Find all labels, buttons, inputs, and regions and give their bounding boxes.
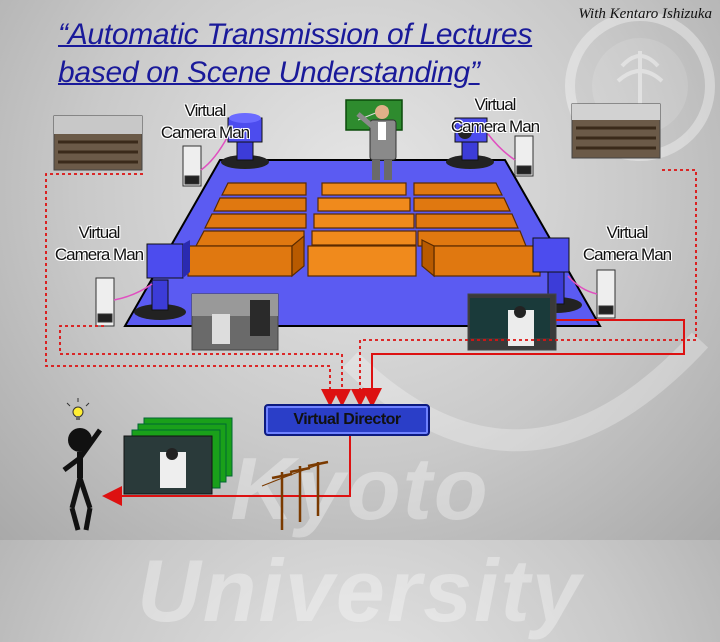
photo-top-left bbox=[53, 115, 143, 171]
camera-label-line2: Camera Man bbox=[160, 123, 250, 142]
credit-text: With Kentaro Ishizuka bbox=[578, 6, 712, 22]
camera-top-right bbox=[446, 117, 494, 169]
camera-label-bottom-left: Virtual Camera Man bbox=[44, 222, 154, 266]
signal-paths-dotted bbox=[45, 169, 697, 407]
virtual-director-box: Virtual Director bbox=[264, 404, 430, 436]
desks-left bbox=[187, 182, 307, 278]
photo-top-right bbox=[571, 103, 661, 159]
lecturer-figure bbox=[345, 99, 403, 180]
photo-bottom-right bbox=[467, 293, 557, 351]
camera-label-line1: Virtual bbox=[474, 95, 517, 114]
pc-top-right bbox=[514, 135, 534, 177]
viewer-stick-figure bbox=[62, 428, 103, 531]
utility-poles bbox=[261, 460, 329, 530]
photo-bottom-left bbox=[191, 293, 279, 351]
pc-cables bbox=[113, 133, 598, 301]
camera-label-bottom-right: Virtual Camera Man bbox=[572, 222, 682, 266]
pc-top-left bbox=[182, 145, 202, 187]
camera-label-top-right: Virtual Camera Man bbox=[440, 94, 550, 138]
signal-paths-solid bbox=[102, 319, 685, 506]
desks-center bbox=[307, 182, 417, 277]
camera-label-line2: Camera Man bbox=[54, 245, 144, 264]
camera-label-line1: Virtual bbox=[184, 101, 227, 120]
camera-label-top-left: Virtual Camera Man bbox=[150, 100, 260, 144]
pc-bottom-right bbox=[596, 269, 616, 319]
camera-bottom-left bbox=[134, 240, 190, 320]
camera-top-left bbox=[221, 113, 269, 169]
camera-label-line2: Camera Man bbox=[582, 245, 672, 264]
camera-label-line1: Virtual bbox=[78, 223, 121, 242]
title-line-1: “Automatic Transmission of Lectures bbox=[58, 18, 533, 51]
camera-label-line1: Virtual bbox=[606, 223, 649, 242]
pc-bottom-left bbox=[95, 277, 115, 327]
output-screens bbox=[123, 417, 233, 495]
camera-label-line2: Camera Man bbox=[450, 117, 540, 136]
title-line-2: based on Scene Understanding” bbox=[58, 56, 480, 89]
lightbulb-icon bbox=[66, 398, 90, 420]
seal-ring-watermark bbox=[342, 332, 709, 452]
desks-right bbox=[413, 182, 541, 278]
lecture-room-diagram bbox=[45, 99, 697, 531]
